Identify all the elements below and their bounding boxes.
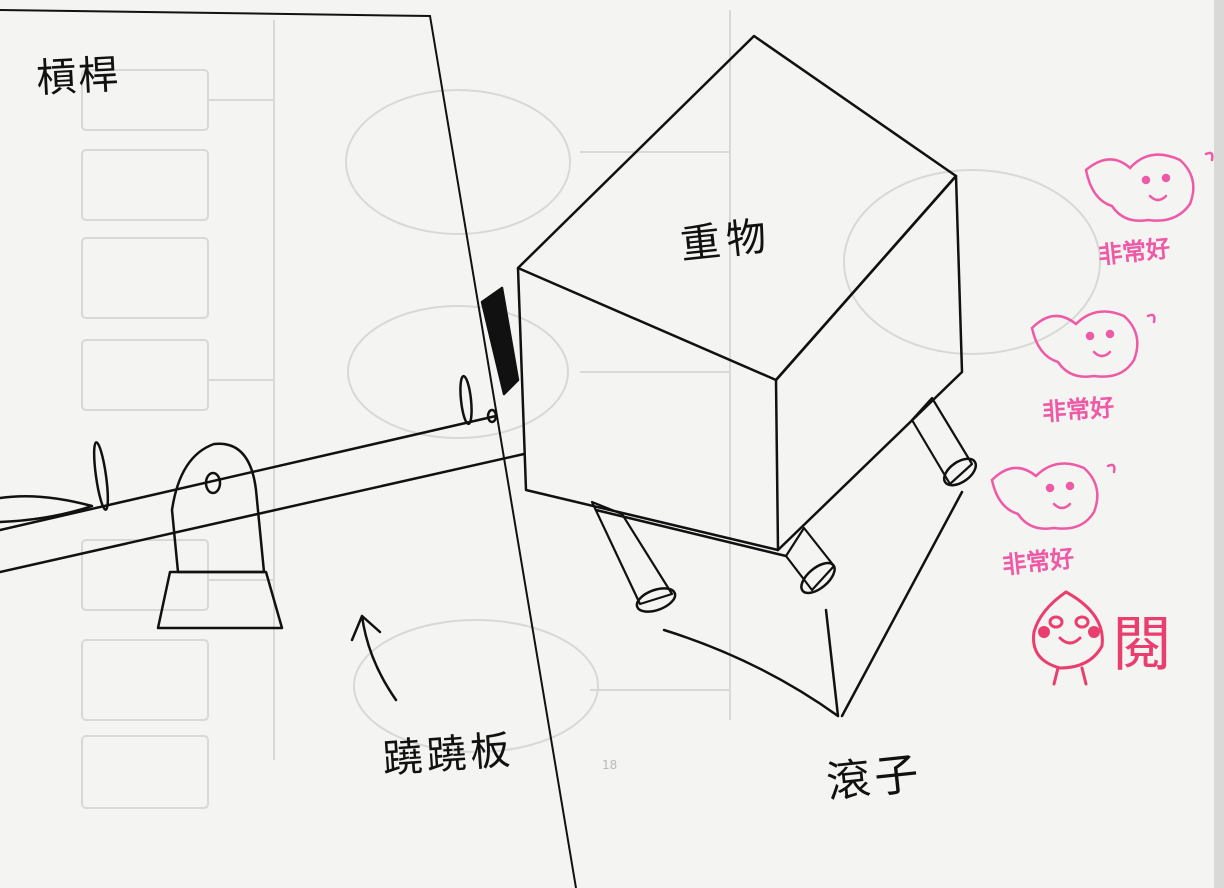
weight-box-left: [516, 266, 780, 552]
scan-edge: [1214, 0, 1224, 888]
label-seesaw: 蹺蹺板: [380, 727, 516, 783]
stamp-text-1: 非常好: [1096, 234, 1172, 270]
weight-box-right: [774, 174, 964, 552]
roller-back: [910, 396, 974, 486]
seesaw-base: [156, 570, 284, 630]
stamp-puppy-1: [1084, 151, 1214, 222]
puppy-icon: [1030, 310, 1156, 378]
puppy-icon: [990, 462, 1116, 530]
seesaw-handle-right: [459, 374, 473, 426]
label-roller: 滾子: [824, 748, 925, 809]
seesaw-plank: [0, 414, 526, 574]
roller-front: [590, 500, 674, 606]
roller-middle: [784, 526, 836, 592]
seesaw-handle-left: [92, 441, 110, 511]
peach-face-icon: [1032, 590, 1104, 686]
stamp-puppy-2: [1030, 310, 1156, 378]
page-number: 18: [602, 758, 618, 772]
seesaw-pivot: [170, 442, 266, 574]
seesaw-pivot-hole: [204, 471, 222, 495]
seesaw-left-seat: [0, 494, 94, 524]
stamp-peach: [1032, 590, 1104, 686]
seesaw-drawing: [0, 374, 526, 702]
label-weight: 重物: [678, 213, 775, 269]
stamp-text-read: 閱: [1112, 610, 1172, 680]
stamp-text-2: 非常好: [1041, 393, 1116, 427]
stamp-text-3: 非常好: [1000, 544, 1076, 580]
weight-back-handle: [480, 286, 520, 396]
weight-drawing: [480, 34, 978, 718]
puppy-icon: [1084, 151, 1214, 222]
label-lever: 槓桿: [35, 51, 122, 103]
seesaw-arrow: [350, 614, 398, 702]
faint-background-print: [81, 10, 1101, 809]
frame-line: [0, 9, 577, 888]
roller-pointer-lines: [662, 490, 964, 718]
stamp-puppy-3: [990, 462, 1116, 530]
